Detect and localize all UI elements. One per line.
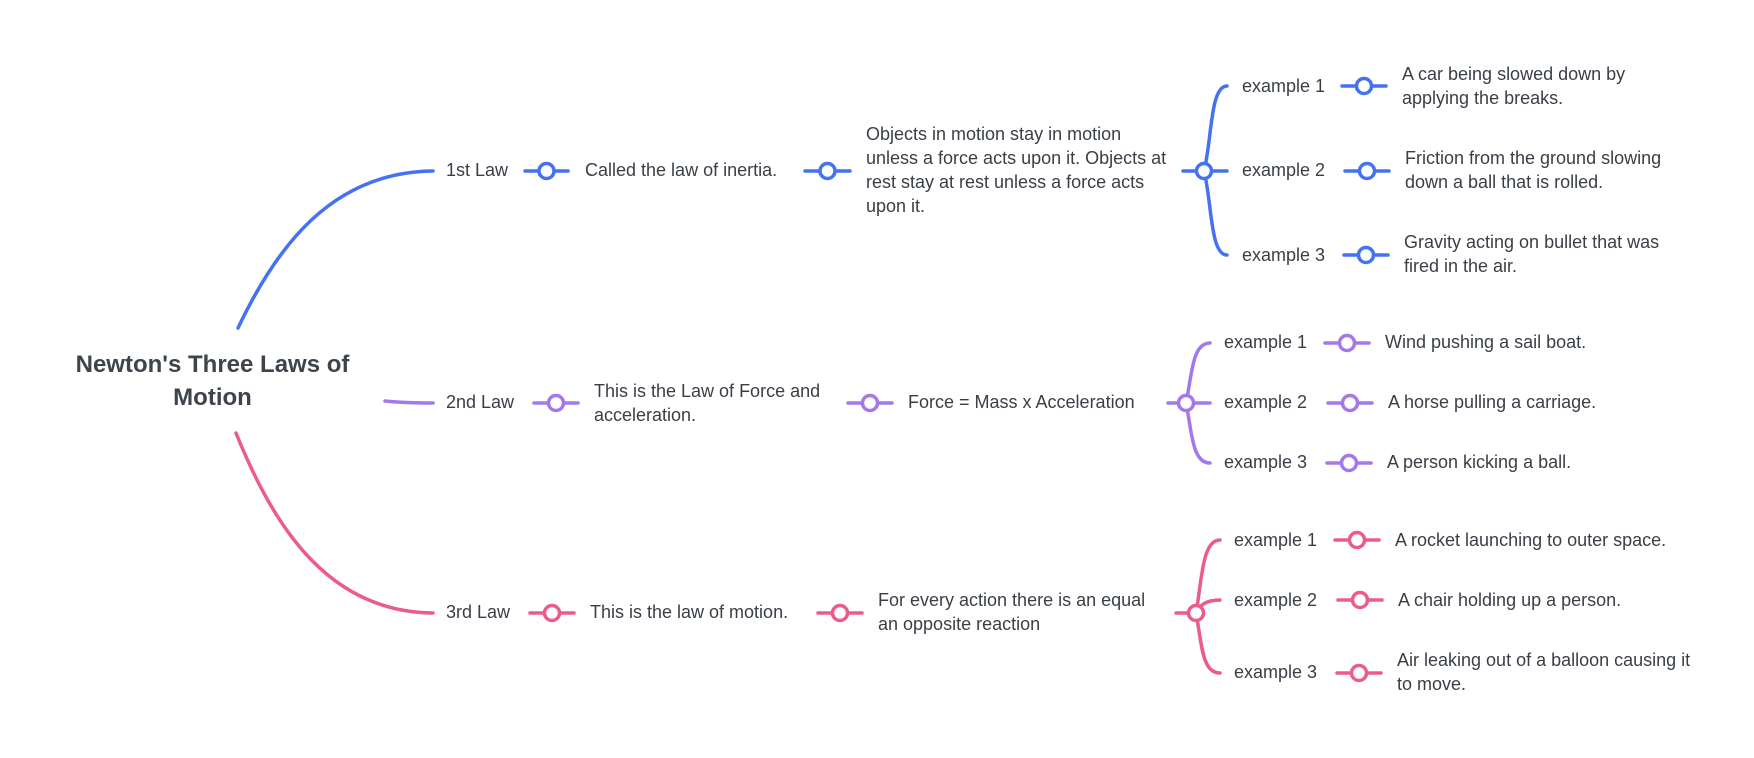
law1-ex1-collapse-knob[interactable] [1354,76,1374,96]
law1-ex2-collapse-knob[interactable] [1357,161,1377,181]
law2-ex1-collapse-knob[interactable] [1337,333,1357,353]
law3-ex3-collapse-knob[interactable] [1349,663,1369,683]
law2-example2-label[interactable]: example 2 [1224,392,1308,412]
law3-example2-label[interactable]: example 2 [1234,590,1318,610]
root-to-law3-curve [234,431,435,615]
law2-example1-label[interactable]: example 1 [1224,332,1308,352]
root-node-title[interactable]: Newton's Three Laws of Motion [75,351,350,411]
root-to-law1-curve [236,169,435,330]
law1-fan-ex3 [1202,169,1229,257]
law1-fan-collapse-knob[interactable] [1194,161,1214,181]
law1-example1-text[interactable]: A car being slowed down by applying the … [1402,64,1626,108]
law2-ex2-collapse-knob[interactable] [1340,393,1360,413]
law2-example2-text[interactable]: A horse pulling a carriage. [1388,392,1597,412]
law3-fan-ex3 [1194,611,1222,675]
law1-to-alias-collapse-knob[interactable] [537,161,556,181]
law2-alias-node[interactable]: This is the Law of Force and acceleratio… [594,381,821,425]
law2-ex3-collapse-knob[interactable] [1339,453,1359,473]
root-to-law2-curve [383,399,435,405]
law3-example3-label[interactable]: example 3 [1234,662,1318,682]
law3-alias-node[interactable]: This is the law of motion. [590,602,789,622]
law3-example1-text[interactable]: A rocket launching to outer space. [1395,530,1667,550]
law1-example3-text[interactable]: Gravity acting on bullet that was fired … [1404,232,1660,276]
law1-node[interactable]: 1st Law [446,160,509,180]
law2-example3-text[interactable]: A person kicking a ball. [1387,452,1572,472]
law1-fan-ex1 [1202,84,1229,173]
law2-statement-node[interactable]: Force = Mass x Acceleration [908,392,1135,412]
law3-node[interactable]: 3rd Law [446,602,511,622]
law2-to-alias-collapse-knob[interactable] [546,393,566,413]
law1-alias-node[interactable]: Called the law of inertia. [585,160,778,180]
law2-fan-ex3 [1184,401,1212,465]
law2-example1-text[interactable]: Wind pushing a sail boat. [1385,332,1587,352]
law3-statement-node[interactable]: For every action there is an equal an op… [878,590,1146,634]
law2-fan-collapse-knob[interactable] [1176,393,1196,413]
law2-alias-to-statement-collapse-knob[interactable] [860,393,880,413]
law3-example2-text[interactable]: A chair holding up a person. [1398,590,1622,610]
law1-example1-label[interactable]: example 1 [1242,76,1326,96]
law2-fan-ex1 [1184,341,1212,405]
law3-fan-ex1 [1194,538,1222,615]
law3-to-alias-collapse-knob[interactable] [542,603,562,623]
law1-example2-label[interactable]: example 2 [1242,160,1326,180]
law3-fan-collapse-knob[interactable] [1186,603,1206,623]
law3-alias-to-statement-collapse-knob[interactable] [830,603,850,623]
law3-example3-text[interactable]: Air leaking out of a balloon causing it … [1397,650,1691,694]
law3-example1-label[interactable]: example 1 [1234,530,1318,550]
law1-statement-node[interactable]: Objects in motion stay in motion unless … [866,124,1167,216]
law2-example3-label[interactable]: example 3 [1224,452,1308,472]
law1-example2-text[interactable]: Friction from the ground slowing down a … [1405,148,1662,192]
law3-ex1-collapse-knob[interactable] [1347,530,1367,550]
law3-ex2-collapse-knob[interactable] [1350,590,1370,610]
law1-alias-to-statement-collapse-knob[interactable] [818,161,837,181]
law1-ex3-collapse-knob[interactable] [1356,245,1376,265]
law2-node[interactable]: 2nd Law [446,392,515,412]
law1-example3-label[interactable]: example 3 [1242,245,1326,265]
